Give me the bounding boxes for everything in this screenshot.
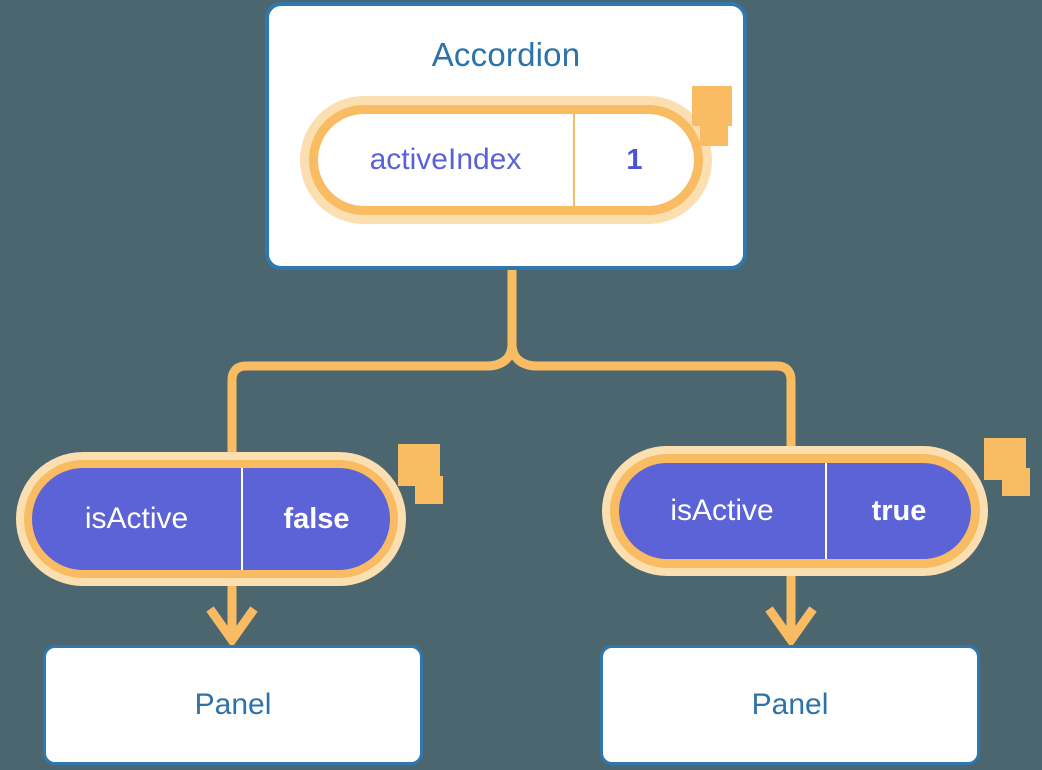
left-isactive-key: isActive	[32, 468, 243, 570]
sparkle-icon-small	[700, 118, 728, 146]
connector-left-branch	[227, 266, 517, 460]
page-title: Accordion	[431, 36, 581, 73]
left-isactive-state-pill[interactable]: isActive false	[32, 468, 390, 570]
arrow-head-left	[206, 606, 258, 648]
activeindex-value: 1	[626, 143, 643, 176]
connector-right-branch	[507, 266, 796, 454]
left-isactive-value: false	[243, 468, 390, 570]
right-isactive-state-pill[interactable]: isActive true	[619, 463, 971, 559]
sparkle-icon-small	[1002, 468, 1030, 496]
panel-box-right[interactable]: Panel	[600, 645, 980, 765]
panel-left-label: Panel	[194, 688, 272, 721]
activeindex-state-pill[interactable]: activeIndex 1	[318, 114, 694, 206]
sparkle-icon-small	[415, 476, 443, 504]
activeindex-key: activeIndex	[318, 114, 575, 206]
panel-right-label: Panel	[751, 688, 829, 721]
right-isactive-value: true	[827, 463, 971, 559]
panel-box-left[interactable]: Panel	[43, 645, 423, 765]
right-isactive-key: isActive	[619, 463, 827, 559]
arrow-head-right	[765, 606, 817, 648]
